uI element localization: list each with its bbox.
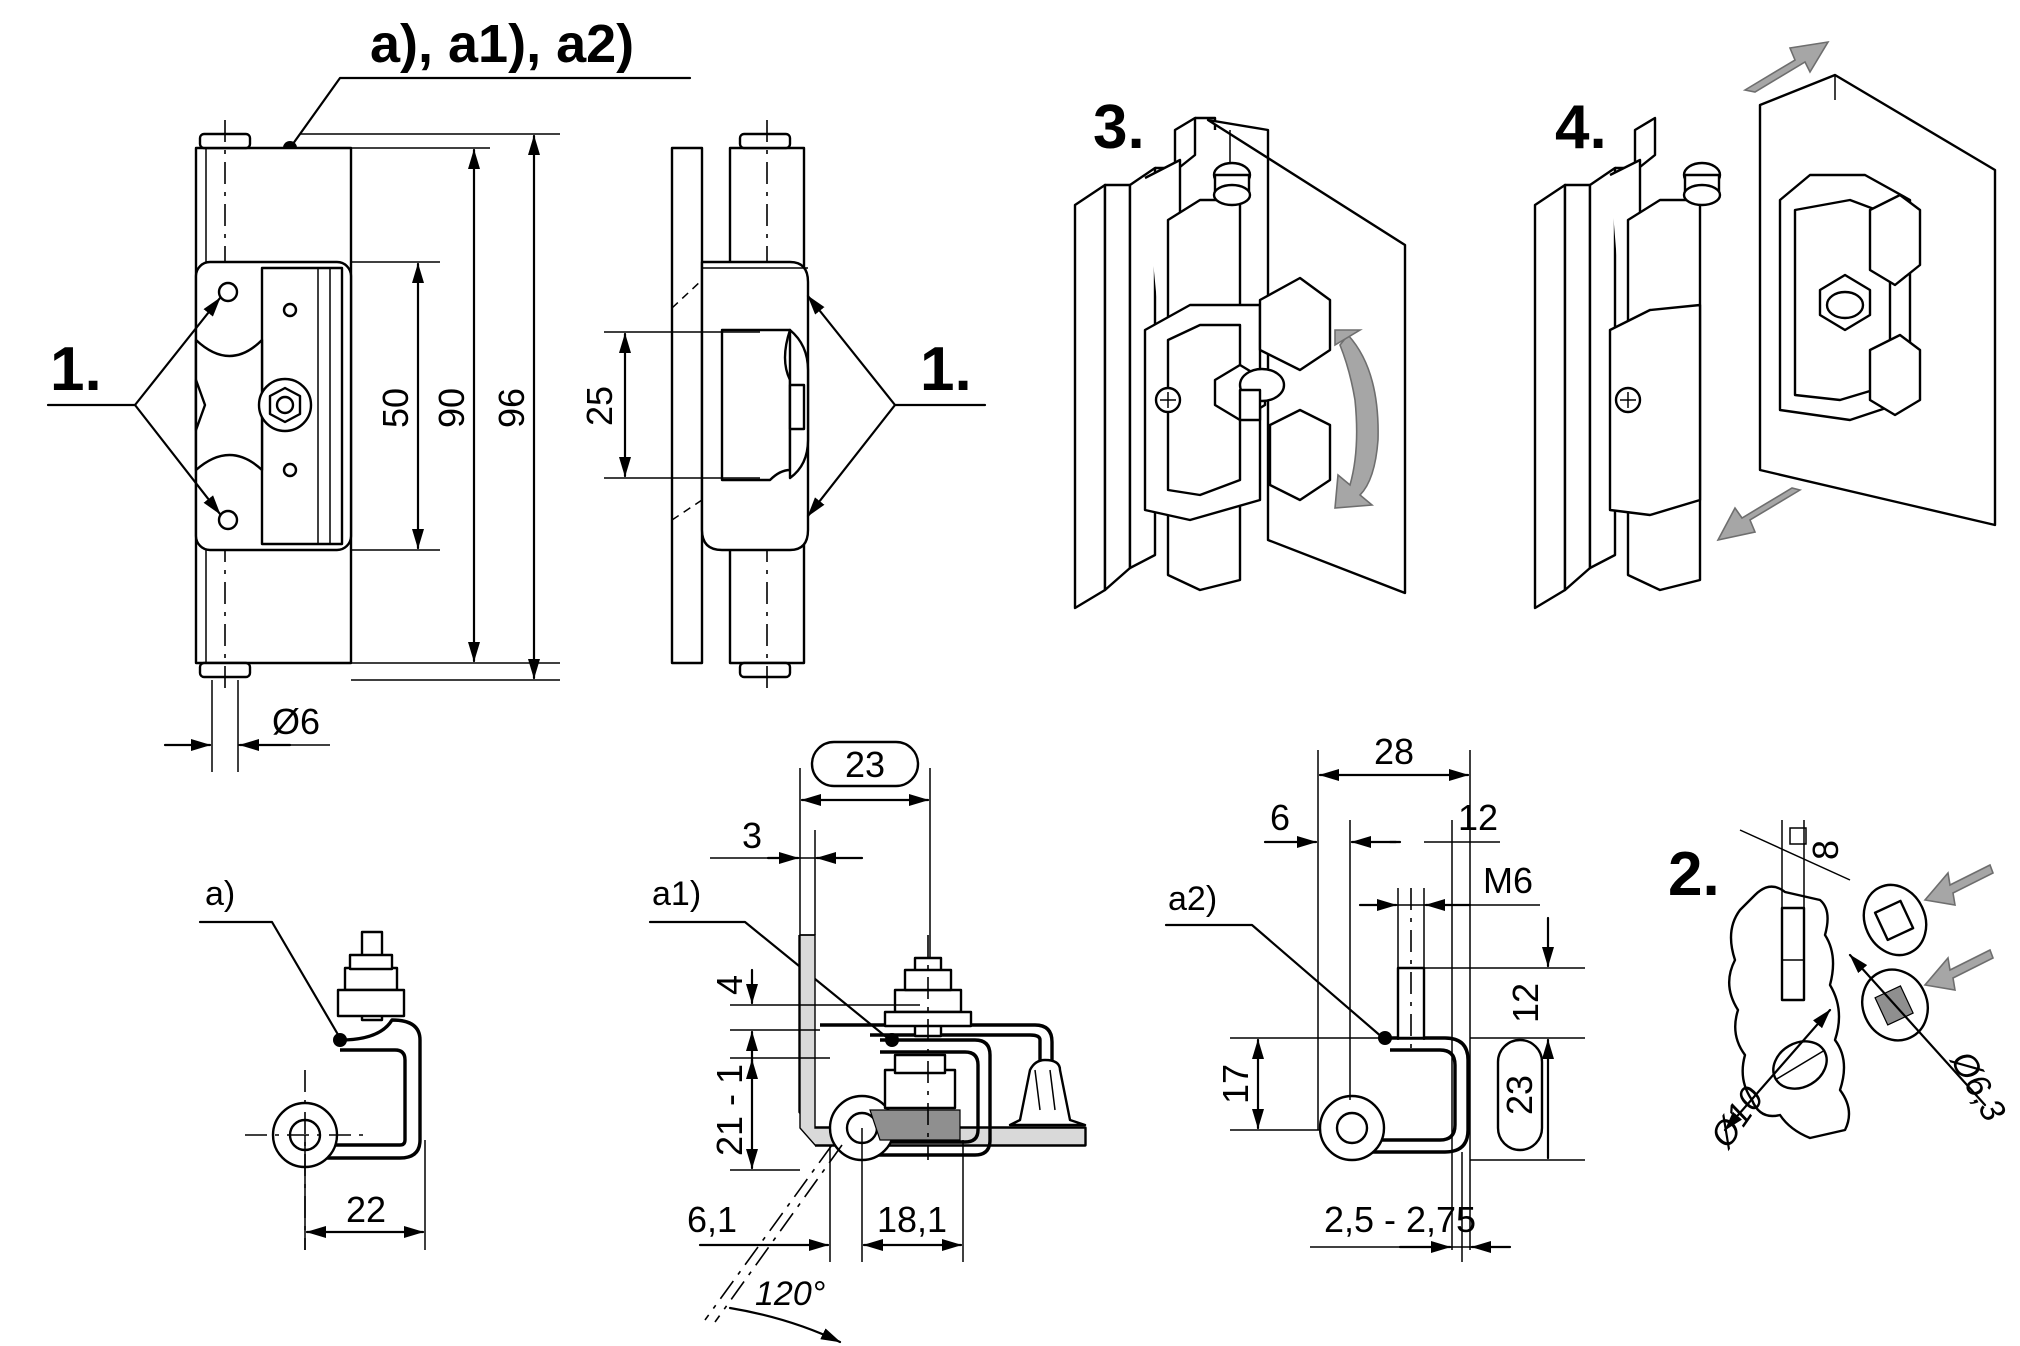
dim-6-1: 6,1	[687, 1199, 737, 1240]
mounting-hole-top	[217, 281, 239, 303]
dim-12-top: 12	[1458, 797, 1498, 838]
dim-dia6-3: Ø6,3	[1943, 1044, 2013, 1128]
variant-a-leader	[198, 920, 342, 1040]
variant-a-bracket	[320, 1018, 422, 1160]
rotate-arrow-gray	[1334, 333, 1379, 509]
frame-profile-front-4	[1533, 183, 1567, 610]
step-1-label-right: 1.	[920, 335, 972, 404]
dim-21-1: 21 - 1	[709, 1064, 750, 1156]
dim-23-a2: 23	[1499, 1075, 1540, 1115]
cam-iso	[1258, 276, 1332, 372]
dim-25: 25	[579, 386, 620, 426]
dim-96: 96	[491, 388, 532, 428]
step-1-label-left: 1.	[50, 335, 102, 404]
variant-a1-gasket	[1008, 1058, 1087, 1127]
dim-sq8: 8	[1805, 840, 1846, 860]
step-3-label: 3.	[1093, 93, 1145, 162]
dim-18-1: 18,1	[877, 1199, 947, 1240]
dim-23-a1: 23	[845, 744, 885, 785]
variant-a2-label: a2)	[1168, 880, 1217, 918]
hinge-side-leaf	[670, 146, 704, 665]
frame-profile-front	[1073, 183, 1107, 610]
insert-arrow-bottom	[1923, 948, 1995, 991]
dim-23-pill-a2	[1496, 1038, 1544, 1152]
dim-4: 4	[709, 975, 750, 995]
step-2-detail-view: 2. 8 Ø10 Ø6,3	[1668, 820, 2013, 1155]
variant-a1-cam	[869, 1109, 961, 1141]
step-3-isometric-view: 3.	[1073, 93, 1407, 610]
dim-m6: M6	[1483, 860, 1533, 901]
variant-a1-section: a1) 23 3	[648, 740, 1087, 1344]
variant-a2-bracket	[1368, 1036, 1470, 1154]
insert-arrow-top	[1923, 863, 1995, 906]
dim-3: 3	[742, 815, 762, 856]
hinge-side-view: 25 1.	[579, 120, 987, 695]
variant-a1-label: a1)	[652, 875, 701, 913]
dim-17: 17	[1215, 1064, 1256, 1104]
hinge-front-view: 50 90 96 Ø6 1.	[46, 120, 560, 772]
dim-6: 6	[1270, 797, 1290, 838]
dim-28: 28	[1374, 731, 1414, 772]
variant-a2-section: a2) 28 6 12 M6	[1164, 731, 1585, 1262]
dim-12-side: 12	[1505, 983, 1546, 1023]
dim-dia6: Ø6	[272, 701, 320, 742]
step-4-label: 4.	[1555, 93, 1607, 162]
hinge-front-cam	[194, 338, 264, 472]
dim-23-pill-a1	[810, 740, 920, 788]
slide-out-arrow-top	[1742, 40, 1830, 93]
variant-a-section: a) 22	[198, 875, 426, 1250]
step-2-label: 2.	[1668, 840, 1720, 909]
square-hole-8	[1780, 906, 1806, 1002]
mounting-hole-bottom	[217, 509, 239, 531]
variants-title: a), a1), a2)	[370, 14, 634, 74]
slide-out-arrow-bottom	[1716, 487, 1803, 542]
square-symbol	[1789, 827, 1807, 845]
dim-50: 50	[375, 388, 416, 428]
dim-2-5-2-75: 2,5 - 2,75	[1324, 1199, 1476, 1240]
variant-a-label: a)	[205, 875, 235, 913]
dim-90: 90	[431, 388, 472, 428]
step-4-isometric-view: 4.	[1533, 40, 1997, 610]
title-leader-line	[288, 76, 692, 150]
dim-22: 22	[346, 1189, 386, 1230]
dim-120-degrees: 120°	[755, 1275, 825, 1313]
